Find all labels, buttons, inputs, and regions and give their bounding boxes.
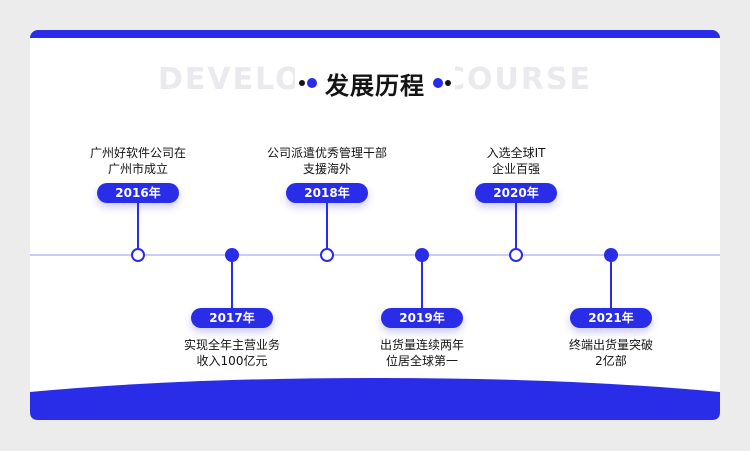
- timeline-node: [131, 248, 145, 262]
- event-description: 公司派遣优秀管理干部 支援海外: [266, 146, 387, 176]
- connector-line: [326, 203, 328, 249]
- timeline-node: [225, 248, 239, 262]
- event-description: 实现全年主营业务 收入100亿元: [183, 338, 280, 368]
- connector-line: [515, 203, 517, 249]
- connector-line: [610, 261, 612, 308]
- timeline-node: [604, 248, 618, 262]
- timeline-node: [320, 248, 334, 262]
- year-badge: 2017年: [191, 308, 273, 328]
- year-badge: 2019年: [381, 308, 463, 328]
- dot-right-icon: [433, 78, 451, 88]
- event-description: 终端出货量突破 2亿部: [568, 338, 653, 368]
- event-description: 广州好软件公司在 广州市成立: [89, 146, 186, 176]
- connector-line: [137, 203, 139, 249]
- year-badge: 2020年: [475, 183, 557, 203]
- connector-line: [231, 261, 233, 308]
- timeline-axis: [30, 254, 720, 256]
- year-badge: 2021年: [570, 308, 652, 328]
- title-group: 发展历程: [295, 63, 455, 103]
- page-title: 发展历程: [325, 71, 425, 100]
- event-description: 出货量连续两年 位居全球第一: [379, 338, 464, 368]
- dot-left-icon: [299, 78, 317, 88]
- connector-line: [421, 261, 423, 308]
- year-badge: 2016年: [97, 183, 179, 203]
- timeline-node: [415, 248, 429, 262]
- event-description: 入选全球IT 企业百强: [486, 146, 546, 176]
- timeline-node: [509, 248, 523, 262]
- year-badge: 2018年: [286, 183, 368, 203]
